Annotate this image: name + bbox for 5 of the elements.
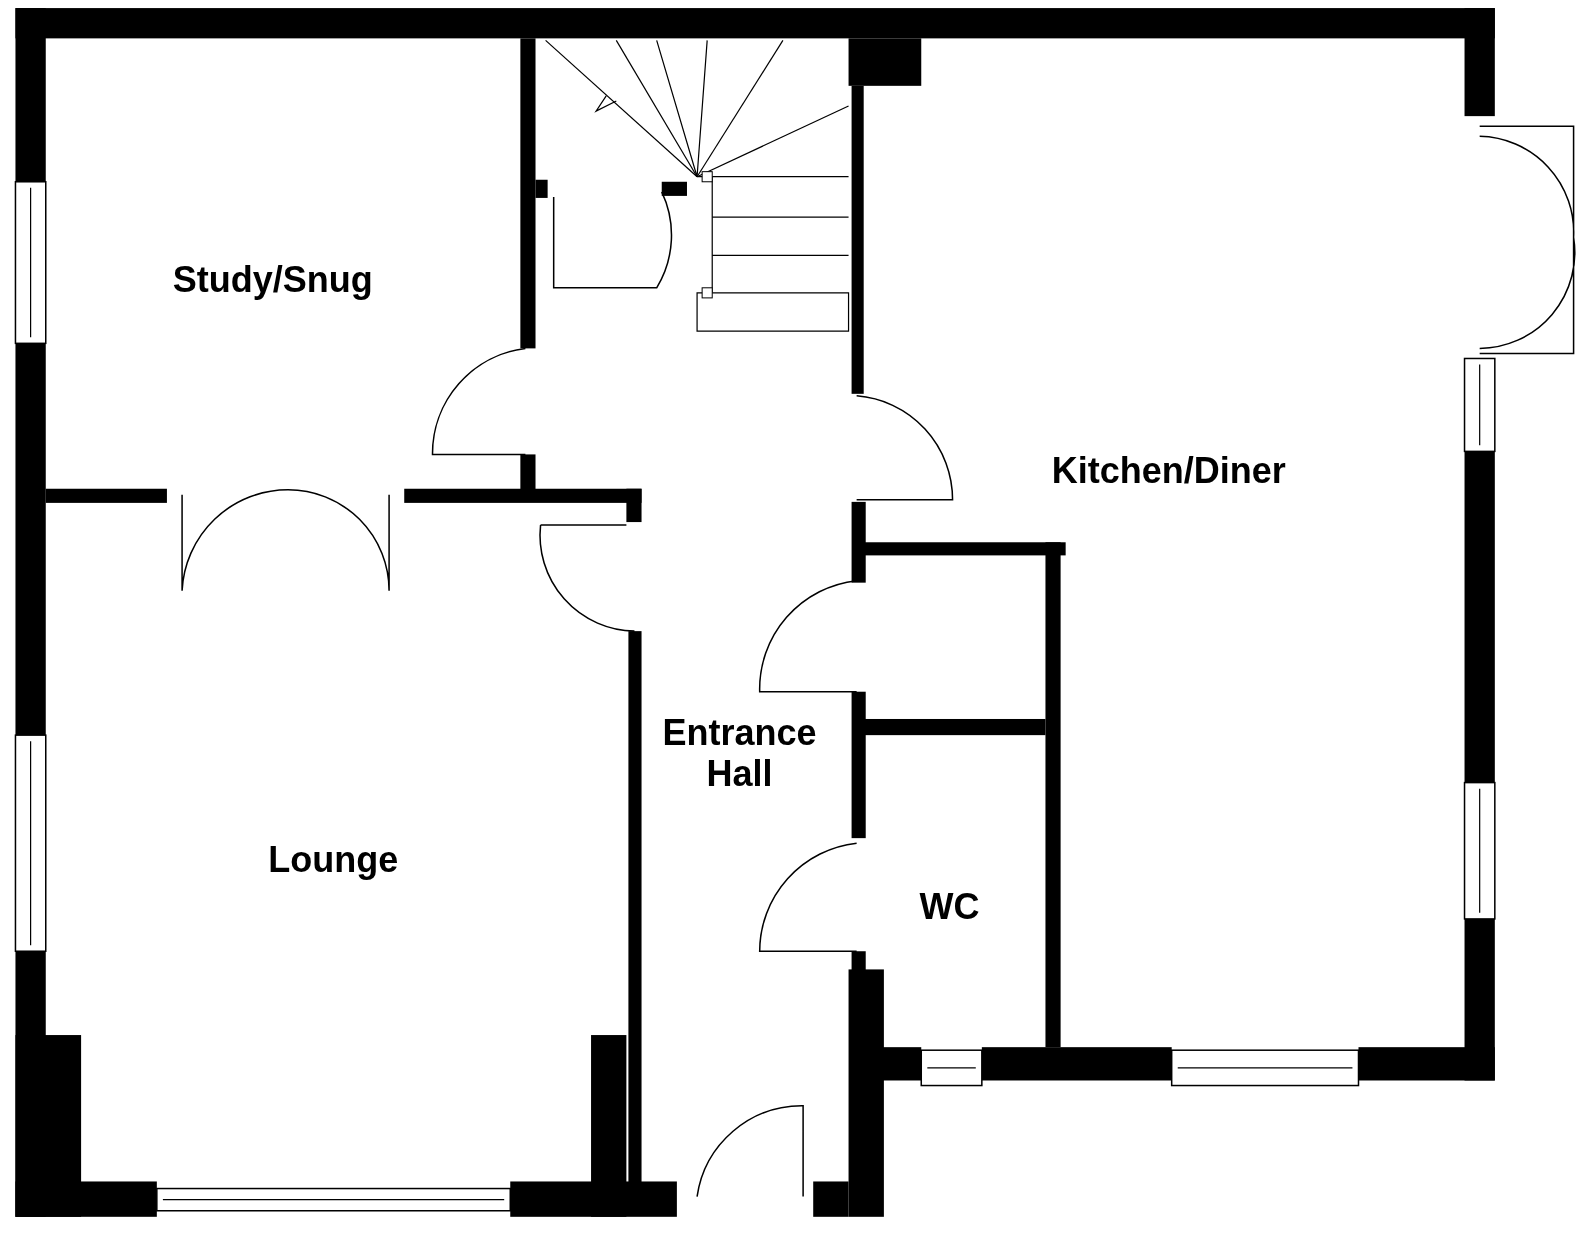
room-label: Kitchen/Diner: [1051, 450, 1286, 492]
room-label: Entrance Hall: [662, 711, 817, 794]
room-label: Lounge: [268, 839, 399, 881]
room-label: Study/Snug: [172, 259, 373, 301]
room-label: WC: [919, 886, 980, 928]
